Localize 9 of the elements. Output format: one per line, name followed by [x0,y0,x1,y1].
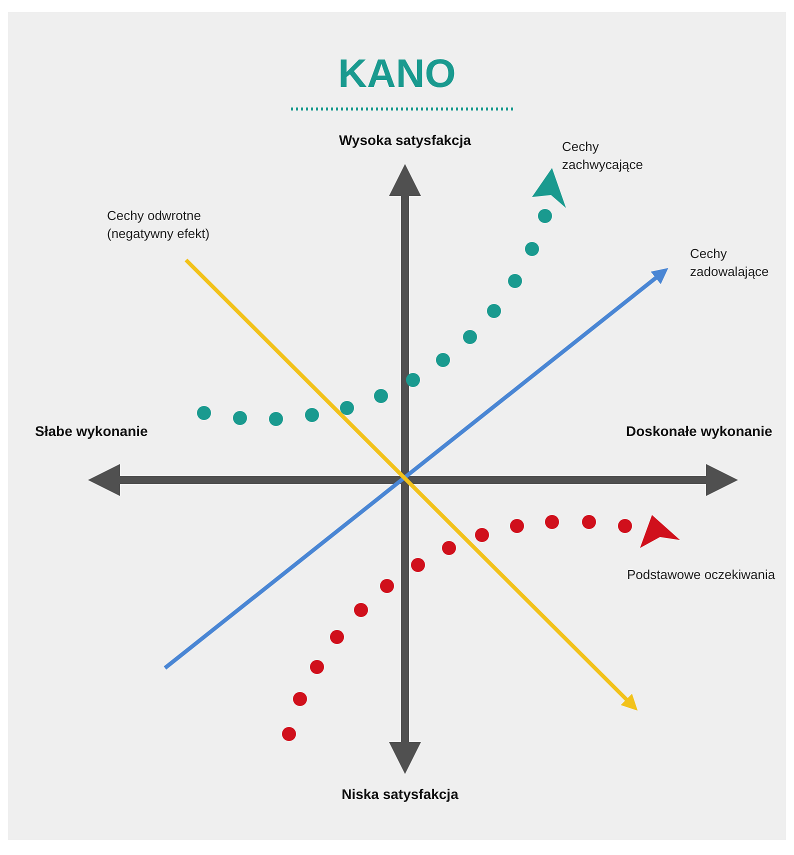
axis-label: Słabe wykonanie [35,422,148,440]
curve-label: Cechy odwrotne (negatywny efekt) [107,207,211,243]
axis-label: Wysoka satysfakcja [338,131,472,149]
curve-label: Cechy zachwycające [562,138,644,174]
axis-label: Niska satysfakcja [340,785,460,803]
curve-label: Podstawowe oczekiwania [627,566,776,584]
axis-label: Doskonałe wykonanie [626,422,772,440]
curve-label: Cechy zadowalające [690,245,770,281]
title: KANO [337,52,457,97]
